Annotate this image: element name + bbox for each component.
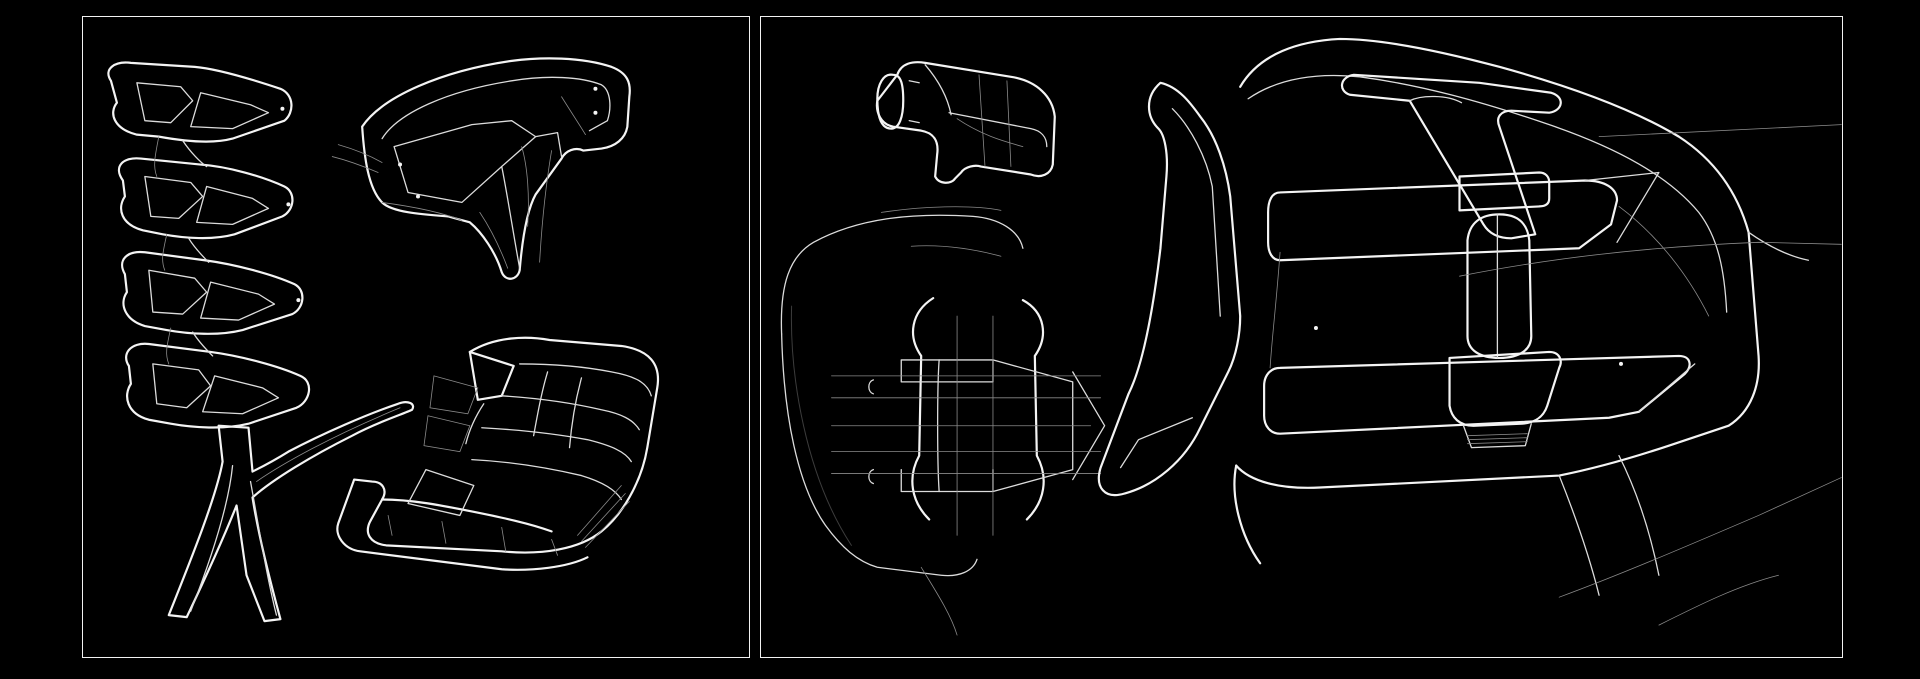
stacked-backrest-modules — [107, 61, 311, 429]
headrest-shell — [331, 57, 631, 280]
steering-yoke-view — [780, 206, 1106, 636]
y-shaped-pedestal — [167, 401, 415, 623]
seat-component-sketches — [107, 57, 660, 623]
interior-dashboard-sketches — [780, 37, 1842, 636]
padded-seat — [336, 336, 660, 571]
dashboard-sketch — [1097, 37, 1842, 626]
sketch-panel-left — [82, 16, 750, 658]
sketch-panel-right — [760, 16, 1843, 658]
steering-knob-module — [875, 61, 1056, 184]
